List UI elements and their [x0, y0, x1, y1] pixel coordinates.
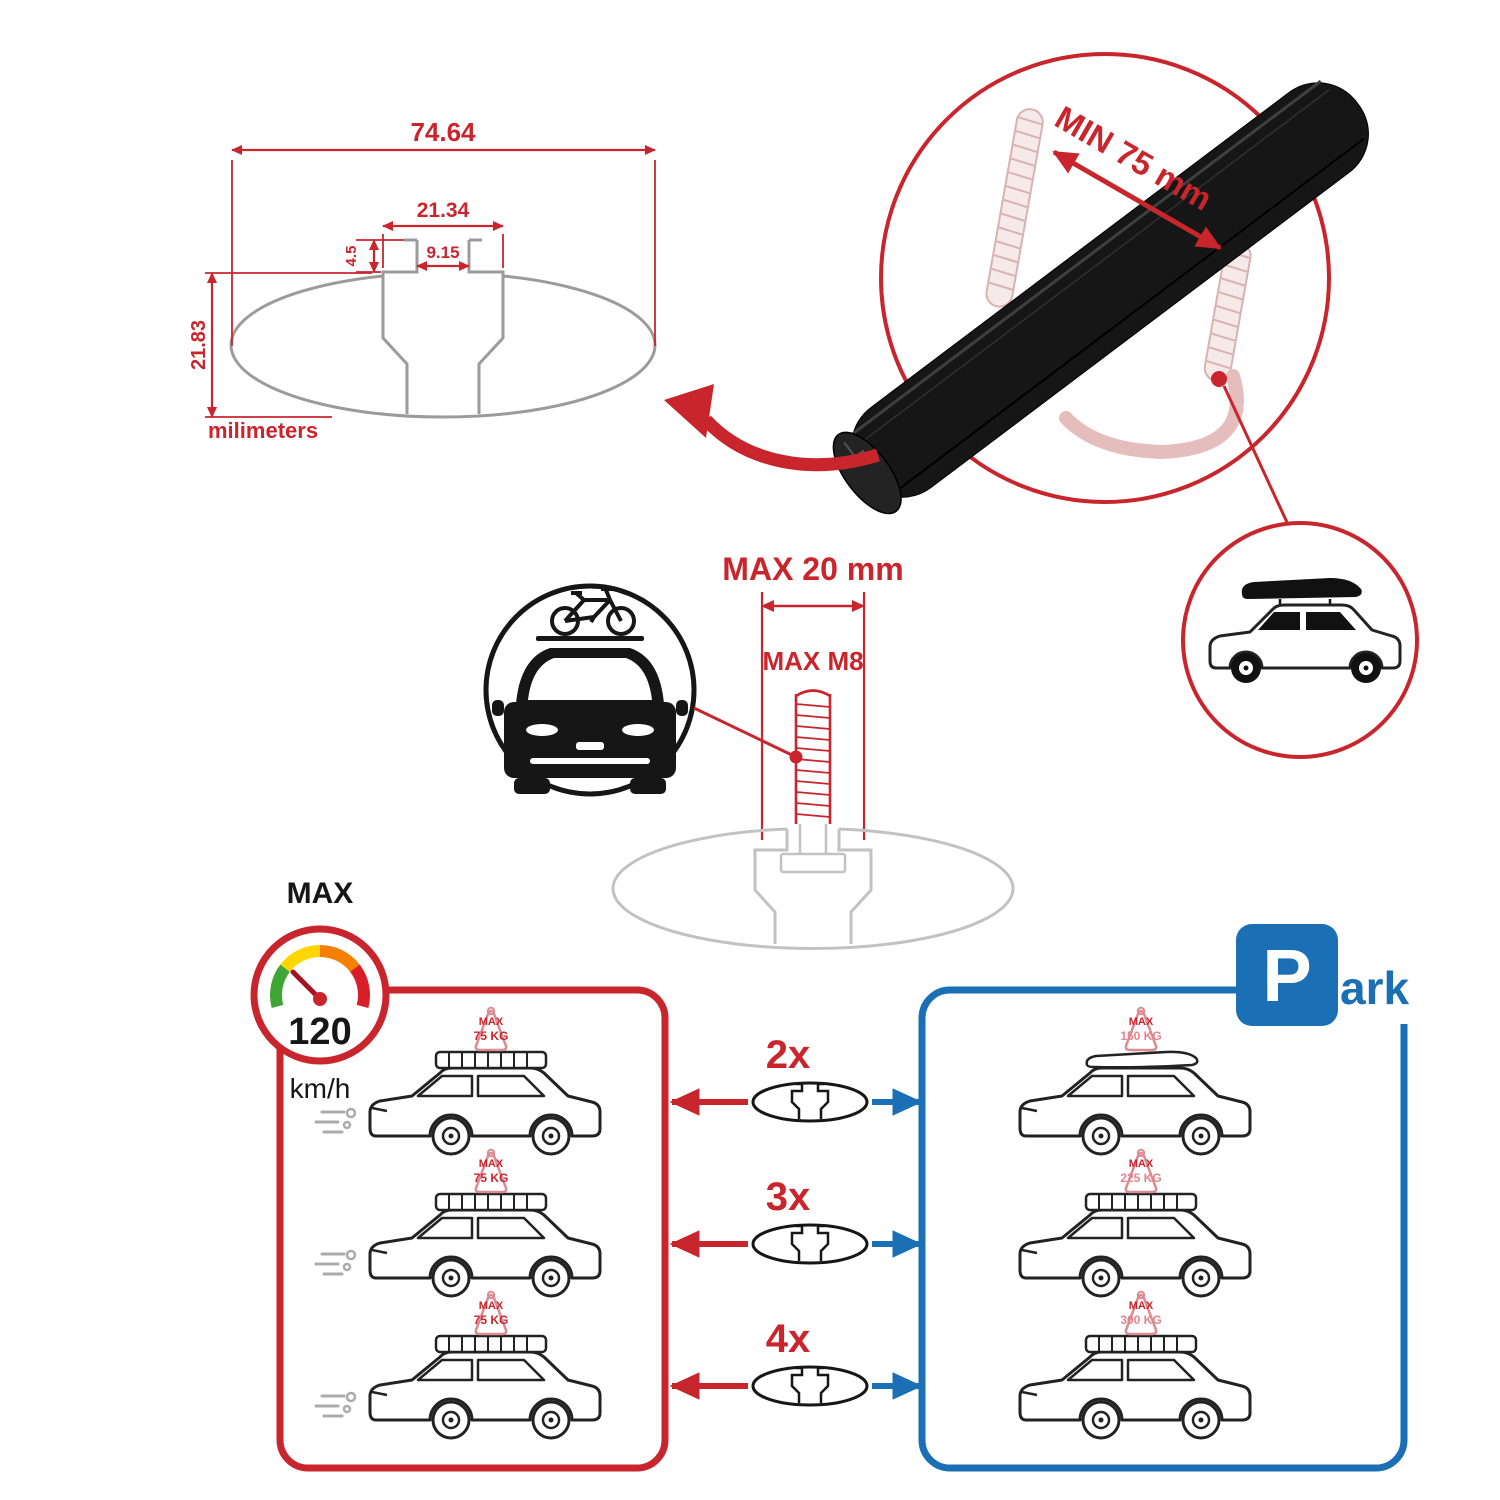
car-front-icon	[492, 648, 688, 794]
ghost-profile	[611, 824, 1015, 950]
dimension-lines	[205, 144, 656, 418]
crossbar-section-icon	[751, 1365, 869, 1407]
load-tag-max: MAX	[479, 1300, 504, 1312]
min-span-arrow	[1052, 149, 1222, 251]
max-width-label: MAX 20 mm	[722, 551, 903, 587]
bolt-t-head	[779, 852, 847, 874]
speed-limit-gauge: MAX 120 km/h	[250, 877, 390, 1104]
parked-cars: MAX 150 KG MAX 225 KG MAX 300 KG	[1018, 1006, 1252, 1440]
gauge-arcs	[270, 945, 370, 1008]
roof-crossbar	[536, 636, 644, 641]
multiplier-label: 3x	[766, 1175, 811, 1219]
load-tag-max: MAX	[1129, 1300, 1154, 1312]
bolt-diagram: MAX 20 mm MAX M8	[611, 551, 1015, 950]
load-tag-value: 75 KG	[474, 1029, 509, 1043]
suv-body-icon	[1208, 603, 1402, 670]
driving-cars: MAX 75 KG MAX 75 KG MAX 75 KG	[314, 1006, 602, 1440]
bolt-threads	[795, 703, 831, 818]
load-tag-max: MAX	[1129, 1158, 1154, 1170]
bike-car-circle	[483, 583, 803, 797]
roof-box-icon	[1241, 578, 1362, 599]
roof-basket-icon	[434, 1192, 548, 1212]
callout-line	[693, 706, 797, 759]
crossbar-section-icon	[751, 1081, 869, 1123]
dim-slot-width-label: 9.15	[426, 243, 459, 262]
multiplier-label: 4x	[766, 1317, 811, 1361]
load-tag-value: 75 KG	[474, 1313, 509, 1327]
gauge-value: 120	[288, 1011, 351, 1053]
gauge-title: MAX	[287, 877, 354, 910]
crossbar-3d	[832, 79, 1369, 515]
roof-basket-icon	[1084, 1192, 1198, 1212]
ghost-ubolt-rod-left	[985, 108, 1044, 308]
swoop-arrow-shaft	[701, 415, 880, 472]
gauge-pivot	[313, 992, 327, 1006]
gauge-units: km/h	[290, 1073, 351, 1104]
dim-channel-width-label: 21.34	[417, 199, 470, 222]
load-tag-max: MAX	[479, 1158, 504, 1170]
load-tag-value: 300 KG	[1120, 1313, 1161, 1327]
bike-icon	[550, 587, 636, 636]
crossbar-photo-circle: MIN 75 mm	[664, 52, 1369, 532]
crossbar-section-icon	[751, 1223, 869, 1265]
callout-dot	[1211, 371, 1227, 387]
load-tag-max: MAX	[1129, 1016, 1154, 1028]
park-sign-suffix: ark	[1340, 962, 1409, 1014]
park-sign-letter: P	[1262, 934, 1311, 1017]
roof-basket-icon	[1084, 1334, 1198, 1354]
crossbar-count-rows: 2x 3x 4x	[669, 1033, 923, 1407]
load-tag-value: 225 KG	[1120, 1171, 1161, 1185]
technical-drawing: 74.64 21.34 9.15 4.5 21.83 milimeters	[188, 117, 657, 443]
dim-step-depth-label: 4.5	[343, 246, 360, 267]
dim-total-width-label: 74.64	[410, 117, 476, 147]
load-tag-max: MAX	[479, 1016, 504, 1028]
swoop-arrow-head-icon	[664, 384, 714, 438]
units-label: milimeters	[208, 418, 318, 443]
load-tag-value: 150 KG	[1120, 1029, 1161, 1043]
roofbox-suv-circle	[1181, 521, 1419, 759]
max-thread-label: MAX M8	[762, 646, 863, 676]
park-sign-backing	[1338, 962, 1416, 1024]
callout-dot	[789, 750, 803, 764]
roof-basket-icon	[434, 1334, 548, 1354]
multiplier-label: 2x	[766, 1033, 811, 1077]
suv-windows	[1258, 612, 1356, 630]
load-tag-value: 75 KG	[474, 1171, 509, 1185]
park-sign	[1236, 924, 1338, 1026]
callout-line	[1222, 385, 1293, 532]
roof-basket-icon	[434, 1050, 548, 1070]
profile-ellipse	[229, 274, 657, 419]
dim-total-height-label: 21.83	[188, 320, 210, 370]
profile-t-slot	[381, 238, 505, 414]
